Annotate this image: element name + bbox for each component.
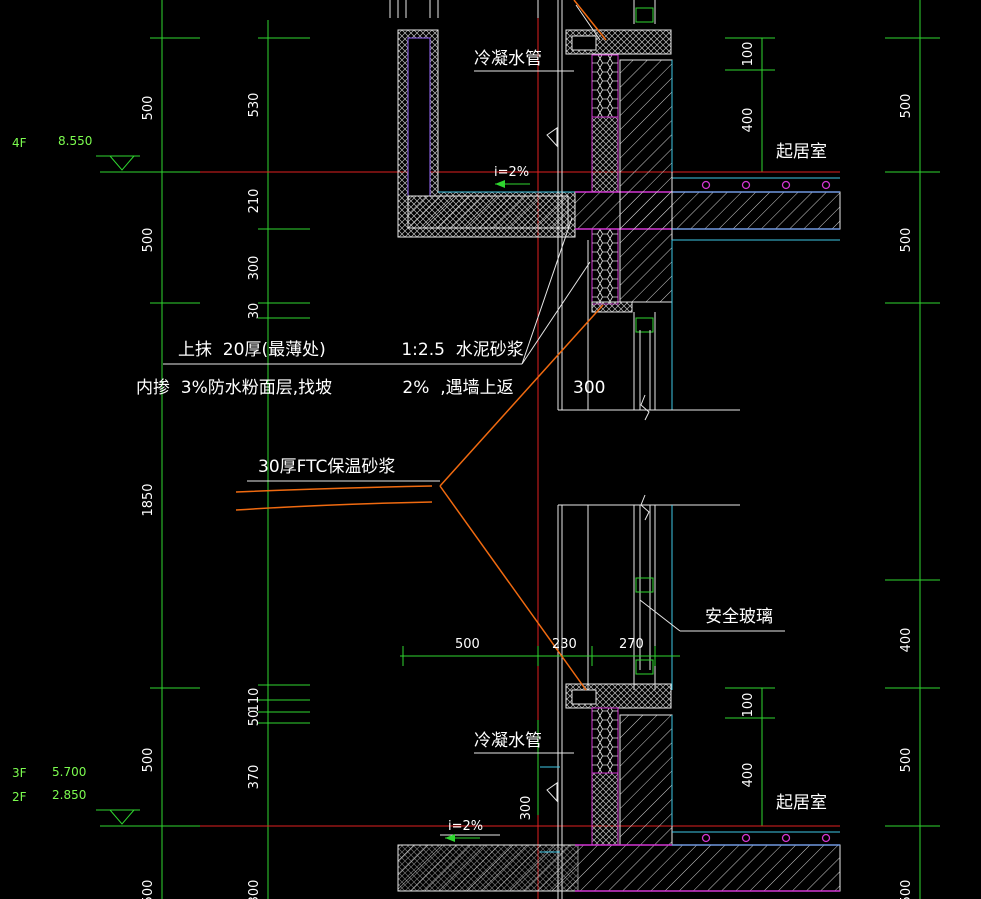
dim-left-outer-3: 1850: [141, 483, 156, 516]
level-elev-3f: 5.700: [52, 765, 86, 779]
drain-marks: [540, 127, 560, 853]
dim-right-outer-3: 400: [899, 628, 914, 653]
level-elev-4f: 8.550: [58, 134, 92, 148]
insulation-note: 30厚FTC保温砂浆: [258, 457, 395, 477]
dim-right-outer-1: 500: [899, 94, 914, 119]
condensate-label-upper: 冷凝水管: [474, 49, 542, 69]
dim-right-small-3: 100: [741, 693, 756, 718]
condensate-label-lower: 冷凝水管: [474, 731, 542, 751]
dim-left-inner-8: 300: [247, 880, 262, 899]
dim-horiz-2: 230: [552, 637, 577, 652]
slope-label-upper: i=2%: [494, 165, 529, 180]
underfloor-pipes-lower: [701, 833, 831, 843]
dim-left-inner-3: 300: [247, 256, 262, 281]
level-floor-3f: 3F: [12, 766, 27, 780]
waterproof-note: 内掺 3%防水粉面层,找坡 2% ,遇墙上返 300: [136, 378, 606, 398]
dim-left-inner-2: 210: [247, 189, 262, 214]
underfloor-pipes-upper: [701, 180, 831, 190]
level-elev-2f: 2.850: [52, 788, 86, 802]
dim-left-outer-5: 500: [141, 880, 156, 899]
dim-right-small-4: 400: [741, 763, 756, 788]
dim-right-small-2: 400: [741, 108, 756, 133]
dim-left-inner-6: 110: [247, 688, 262, 713]
window-frames: [557, 0, 740, 899]
dimension-texts: 500 500 1850 500 500 530 210 300 30 50 1…: [141, 42, 914, 899]
upper-slab: [565, 29, 841, 410]
dim-left-outer-2: 500: [141, 228, 156, 253]
left-dimension-lines: [100, 0, 310, 899]
top-fragments: [389, 0, 539, 18]
dim-right-outer-4: 500: [899, 748, 914, 773]
leader-lines: [163, 4, 785, 842]
upper-parapet: [397, 29, 576, 238]
dim-right-small-1: 100: [741, 42, 756, 67]
dim-left-inner-1: 530: [247, 93, 262, 118]
dim-left-inner-7: 370: [247, 765, 262, 790]
dim-left-outer-4: 500: [141, 748, 156, 773]
dim-right-outer-2: 500: [899, 228, 914, 253]
insulation-leader: [235, 0, 607, 691]
slope-label-lower: i=2%: [448, 819, 483, 834]
room-label-upper: 起居室: [776, 142, 827, 162]
dim-vertical-300: 300: [519, 796, 534, 821]
level-marker-lower: [96, 809, 140, 825]
dim-horiz-1: 500: [455, 637, 480, 652]
plaster-note: 上抹 20厚(最薄处) 1:2.5 水泥砂浆: [178, 340, 524, 360]
level-marker-upper: [96, 155, 140, 171]
dim-right-outer-5: 500: [899, 880, 914, 899]
level-floor-2f: 2F: [12, 790, 27, 804]
safety-glass-label: 安全玻璃: [705, 607, 773, 627]
notes: 冷凝水管 冷凝水管 起居室 起居室 安全玻璃 上抹 20厚(最薄处) 1:2.5…: [136, 49, 827, 834]
level-floor-4f: 4F: [12, 136, 27, 150]
level-labels: 4F 8.550 3F 5.700 2F 2.850: [12, 134, 92, 804]
room-label-lower: 起居室: [776, 793, 827, 813]
dim-left-outer-1: 500: [141, 96, 156, 121]
horizontal-dimension: [400, 646, 680, 815]
lower-slab: [397, 683, 841, 892]
dim-horiz-3: 270: [619, 637, 644, 652]
dim-left-inner-4: 30: [247, 303, 262, 320]
dim-left-inner-5: 50: [247, 710, 262, 727]
